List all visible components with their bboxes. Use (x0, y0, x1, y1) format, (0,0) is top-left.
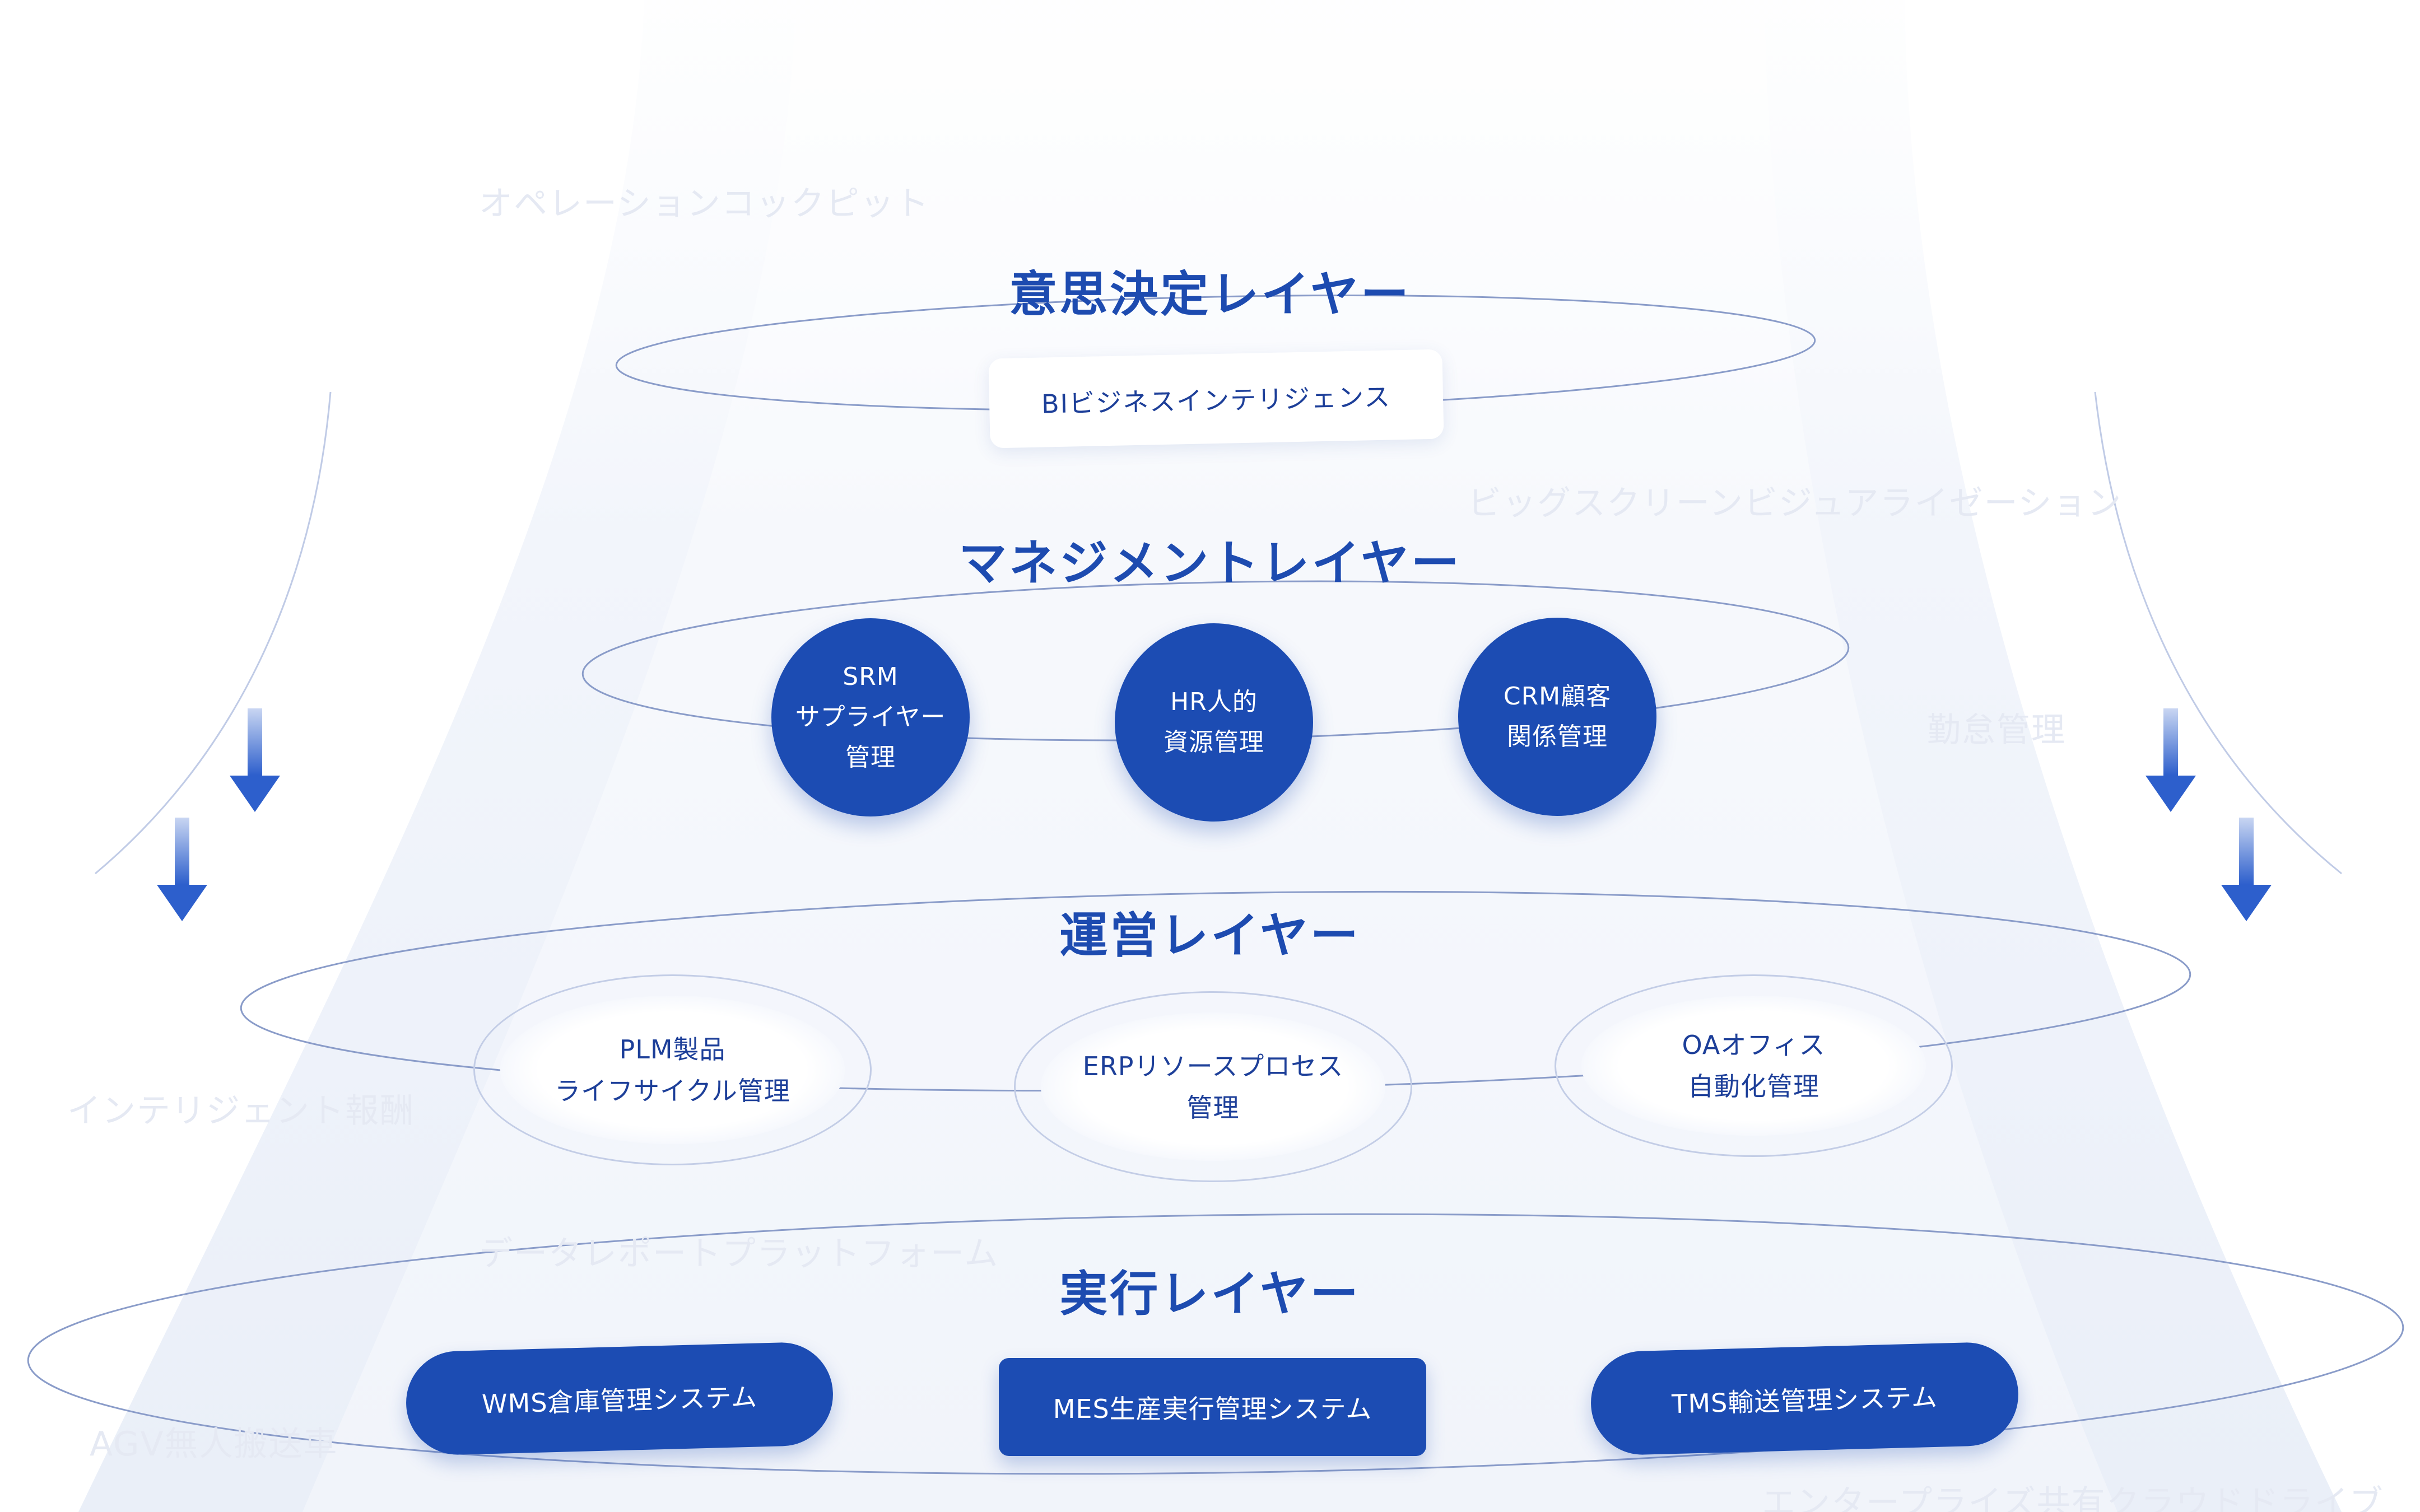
label-big-screen: ビッグスクリーンビジュアライゼーション (1468, 484, 2123, 523)
tms-node-label: TMS輸送管理システム (1671, 1382, 1938, 1419)
operation-layer-title: 運営レイヤー (1059, 908, 1361, 964)
erp-node-label: ERPリソースプロセス 管理 (1082, 1051, 1344, 1123)
bi-node: BIビジネスインテリジェンス (988, 349, 1444, 449)
oa-node-label: OAオフィス 自動化管理 (1682, 1030, 1826, 1102)
srm-node-label: SRM サプライヤー 管理 (795, 662, 946, 772)
wms-node: WMS倉庫管理システム (404, 1341, 835, 1456)
hr-node-label: HR人的 資源管理 (1164, 688, 1264, 757)
decision-layer-title: 意思決定レイヤー (1009, 267, 1411, 323)
erp-node: ERPリソースプロセス 管理 (1014, 991, 1412, 1182)
mes-node: MES生産実行管理システム (999, 1358, 1426, 1456)
wms-node-label: WMS倉庫管理システム (481, 1382, 758, 1419)
label-operation-cockpit: オペレーションコックピット (479, 184, 930, 223)
plm-node: PLM製品 ライフサイクル管理 (473, 974, 872, 1165)
hr-node: HR人的 資源管理 (1115, 623, 1313, 822)
right-side-curve (2094, 391, 2342, 875)
arrow-down-icon (157, 818, 207, 921)
label-smart-payroll: インテリジェント報酬 (67, 1091, 415, 1131)
plm-node-label: PLM製品 ライフサイクル管理 (555, 1034, 790, 1106)
management-layer-title: マネジメントレイヤー (958, 535, 1462, 591)
arrow-down-icon (230, 708, 280, 812)
execution-layer-title: 実行レイヤー (1059, 1266, 1361, 1322)
mes-node-label: MES生産実行管理システム (1053, 1393, 1372, 1424)
arrow-down-icon (2146, 708, 2196, 812)
arrow-down-icon (2221, 818, 2272, 921)
srm-node: SRM サプライヤー 管理 (771, 618, 970, 816)
label-data-report: データレポートプラットフォーム (479, 1234, 999, 1273)
oa-node: OAオフィス 自動化管理 (1555, 974, 1953, 1157)
crm-node-label: CRM顧客 関係管理 (1503, 682, 1612, 751)
bi-node-label: BIビジネスインテリジェンス (1041, 381, 1392, 419)
label-attendance: 勤怠管理 (1927, 711, 2066, 750)
left-side-curve (95, 391, 332, 875)
label-cloud-drive: エンタープライズ共有クラウドドライブ (1762, 1483, 2384, 1512)
crm-node: CRM顧客 関係管理 (1458, 618, 1656, 816)
label-agv: AGV無人搬送車 (90, 1425, 338, 1464)
tms-node: TMS輸送管理システム (1589, 1341, 2020, 1456)
execution-orbit (27, 1213, 2404, 1475)
